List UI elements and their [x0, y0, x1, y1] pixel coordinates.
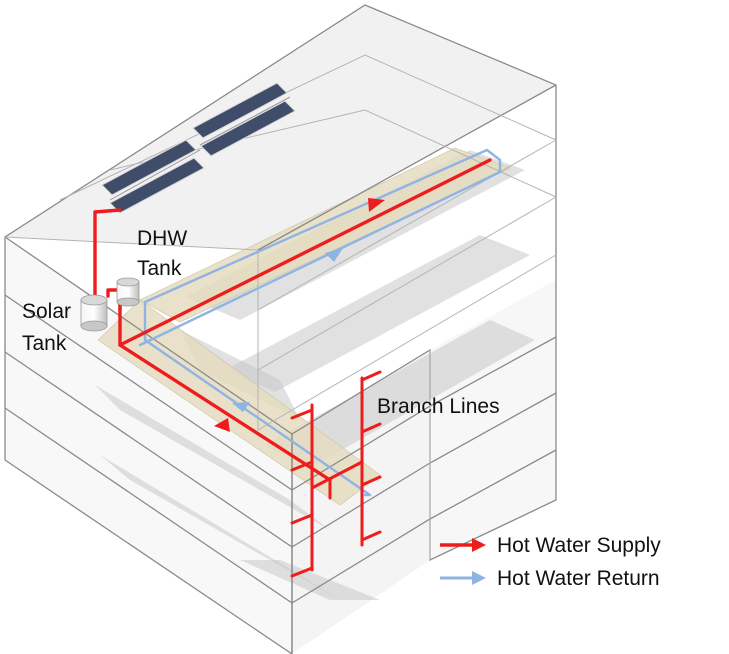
return-pipe — [138, 148, 502, 497]
panel-rack — [109, 149, 201, 201]
dhw-tank-top — [116, 277, 140, 287]
branch-connector — [310, 460, 364, 490]
building-edge — [4, 236, 293, 435]
supply-arrow — [368, 198, 385, 212]
panel-rack — [199, 96, 291, 146]
floor-line — [59, 54, 557, 201]
solar-tank — [80, 294, 108, 332]
branch-stub — [290, 460, 314, 472]
dhw-tank — [116, 277, 140, 307]
branch-stub — [290, 513, 314, 525]
solar-tank-bottom — [80, 320, 108, 332]
branch-stub — [360, 475, 382, 487]
floor-line — [257, 84, 557, 251]
floor-line — [257, 254, 557, 431]
solar-panel — [200, 100, 296, 157]
return-arrow — [232, 402, 250, 412]
dhw-tank-label-line2: Tank — [137, 257, 182, 280]
branch-lines — [290, 370, 382, 578]
dhw-tank-label-line1: DHW — [137, 227, 187, 250]
floor-slab — [225, 235, 530, 392]
roof-face — [5, 5, 556, 250]
solar-panel — [192, 82, 288, 139]
legend-return: Hot Water Return — [440, 567, 660, 590]
legend-supply: Hot Water Supply — [440, 534, 661, 557]
return-arrow — [325, 248, 343, 262]
floor-line — [4, 236, 259, 251]
dhw-tank-bottom — [116, 297, 140, 307]
branch-stub — [360, 530, 382, 542]
supply-pipe-left-wing — [118, 343, 332, 482]
legend-supply-arrow-icon — [472, 538, 486, 552]
floor-slab — [265, 320, 535, 468]
left-wing-front-face — [5, 237, 292, 654]
branch-lines-label: Branch Lines — [377, 395, 500, 418]
building-shell — [4, 4, 557, 654]
legend: Hot Water Supply Hot Water Return — [440, 534, 661, 590]
branch-stub — [290, 408, 314, 420]
branch-stub — [290, 566, 314, 578]
floor-line — [4, 407, 557, 604]
branch-stub — [360, 422, 382, 434]
branch-stub — [360, 370, 382, 382]
legend-supply-label: Hot Water Supply — [497, 534, 661, 557]
solar-tank-label-line1: Solar — [22, 300, 71, 323]
legend-return-label: Hot Water Return — [497, 567, 660, 590]
solar-panel — [101, 139, 197, 196]
solar-tank-top — [80, 294, 108, 306]
floor-slab — [240, 560, 380, 600]
hot-water-return-line — [138, 148, 502, 497]
floor-slab — [95, 385, 330, 530]
supply-arrow — [214, 418, 230, 432]
solar-tank-label-line2: Tank — [22, 332, 67, 355]
solar-panels — [101, 82, 296, 214]
legend-return-arrow-icon — [472, 571, 486, 585]
supply-pipe-from-panels — [93, 208, 122, 298]
